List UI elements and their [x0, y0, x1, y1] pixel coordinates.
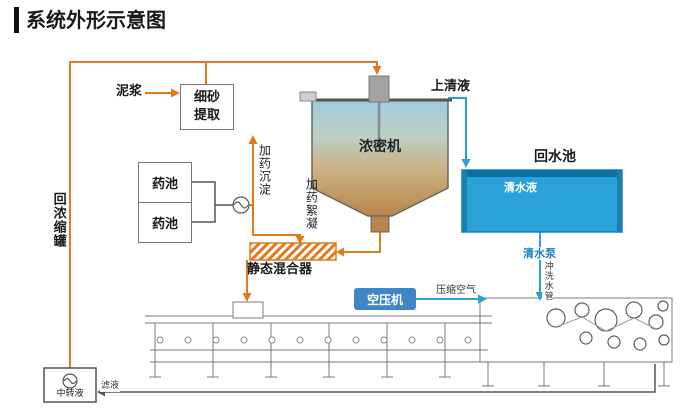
chemical-tank-2-box: 药池 [138, 202, 192, 243]
chemical-pipe-lines [192, 181, 233, 223]
clean-water-pump-label: 清水泵 [521, 247, 558, 261]
sand-extraction-label: 细砂提取 [193, 89, 220, 123]
chemical-pump-icon [232, 196, 250, 214]
feed-hopper [232, 301, 264, 319]
return-concentrate-tank-label: 回浓缩罐 [50, 192, 66, 248]
overflow-notch [299, 91, 317, 102]
thickener-motor [368, 75, 390, 103]
static-mixer-shape [249, 242, 337, 261]
flush-water-pipe-label: 冲洗水管 [542, 261, 553, 301]
return-concentrate-line [69, 61, 378, 368]
filtrate-label: 滤液 [100, 381, 121, 392]
machine-legs-left [149, 323, 451, 378]
transfer-tank-shape [43, 367, 97, 403]
chemical-tank-1-box: 药池 [138, 162, 192, 203]
page-title: 系统外形示意图 [14, 7, 166, 33]
return-water-pool-shape [461, 169, 623, 233]
chemical-tank-1-label: 药池 [151, 177, 178, 192]
air-compressor-box: 空压机 [354, 288, 416, 310]
air-compressor-label: 空压机 [366, 292, 403, 307]
compressed-air-label: 压缩空气 [436, 285, 476, 296]
supernatant-label: 上清液 [431, 79, 471, 94]
sand-extraction-box: 细砂提取 [180, 84, 234, 130]
flow-arrows [97, 66, 545, 397]
machine-small-rollers [156, 336, 472, 344]
clear-water-label: 清水液 [504, 181, 537, 194]
filtrate-line [104, 364, 656, 393]
supernatant-line [448, 97, 467, 160]
thickener-label: 浓密机 [359, 139, 401, 155]
press-rollers [546, 300, 670, 351]
dosing-flocculation-label: 加药絮凝 [304, 178, 319, 230]
chemical-tank-2-label: 药池 [151, 217, 178, 232]
press-frame [479, 297, 673, 363]
return-water-pool-label: 回水池 [534, 149, 576, 165]
static-mixer-label: 静态混合器 [247, 262, 313, 277]
dosing-floc-line [252, 205, 301, 239]
machine-legs-right [482, 362, 670, 387]
transfer-liquid-label: 中转液 [56, 389, 84, 399]
water-lines [415, 97, 541, 300]
slurry-label: 泥浆 [116, 84, 143, 99]
dosing-settling-line [249, 140, 254, 206]
thickener-underflow-line [340, 232, 381, 253]
dosing-settling-label: 加药沉淀 [257, 144, 272, 196]
thickener-tank-shape [299, 75, 452, 233]
belt-filter-press-drawing [145, 297, 673, 387]
